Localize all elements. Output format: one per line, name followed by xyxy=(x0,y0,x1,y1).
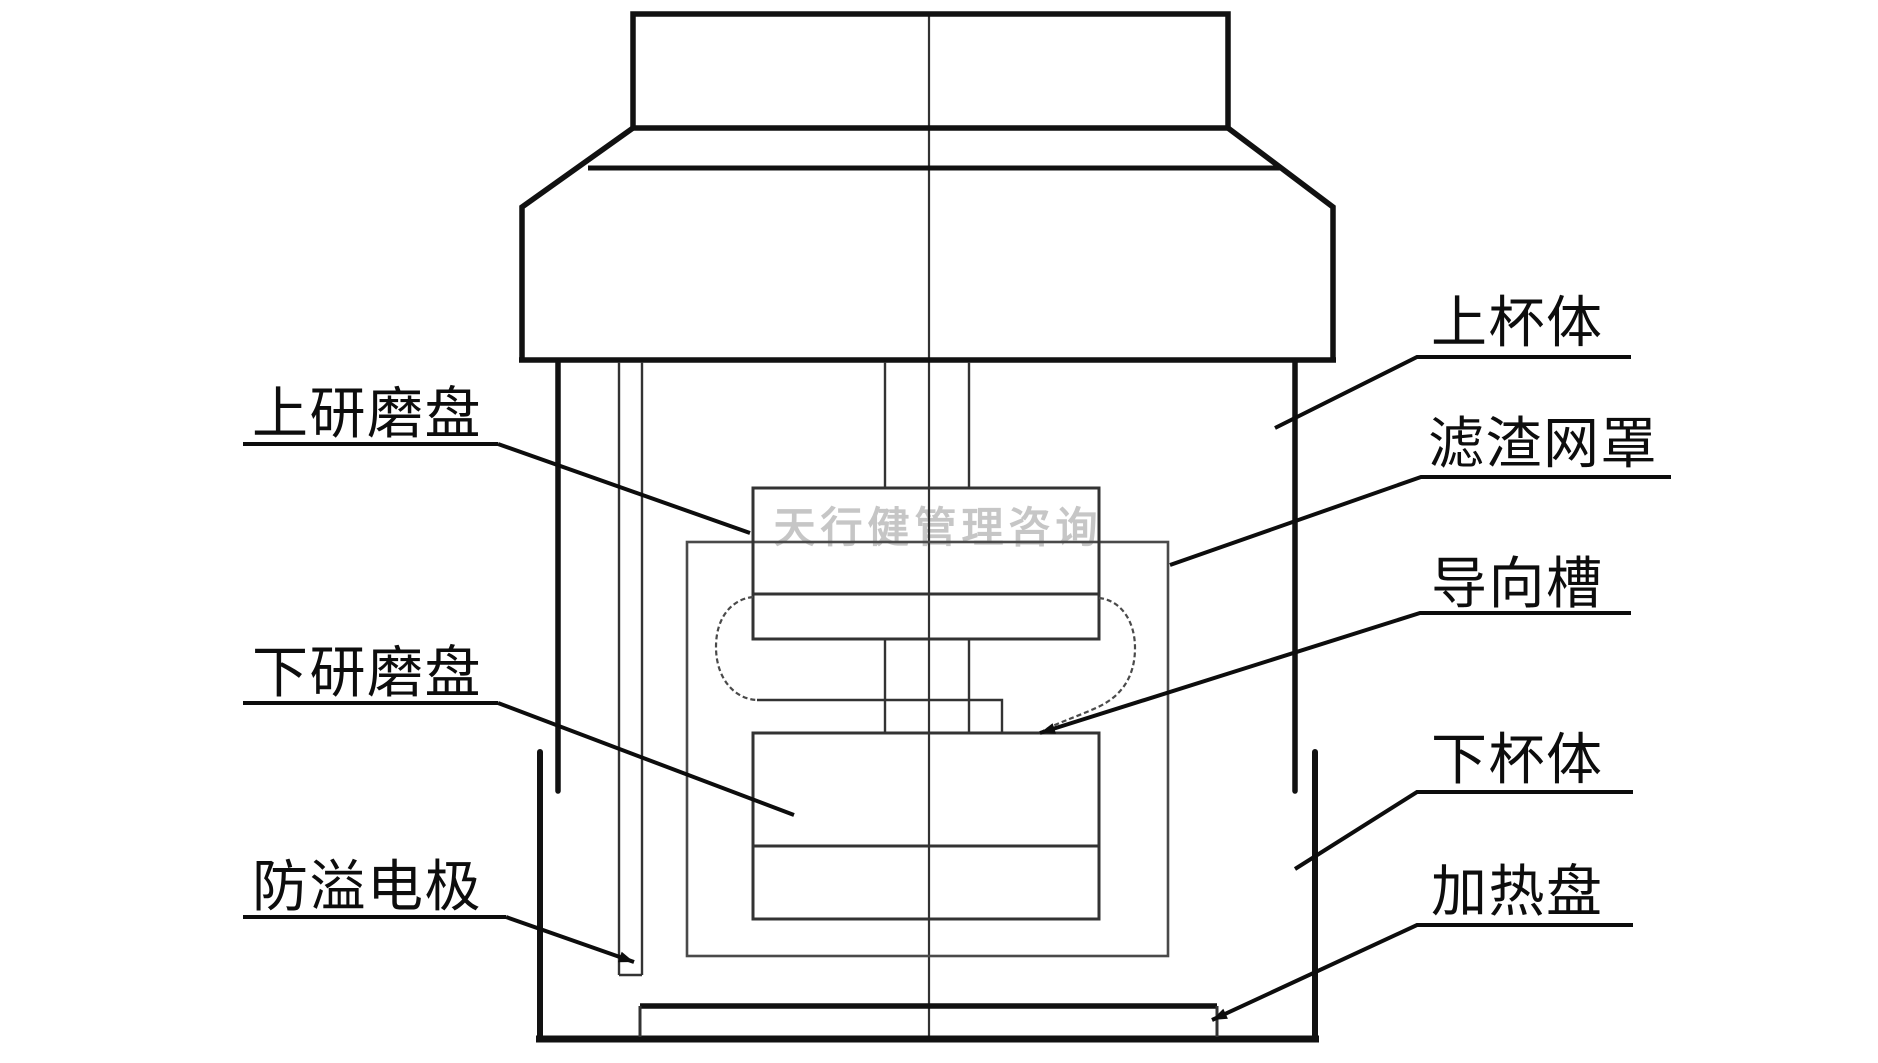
leader-overflow-electrode xyxy=(243,915,635,964)
part-labels: 上研磨盘 下研磨盘 防溢电极 上杯体 滤渣网罩 导向槽 下杯体 加热盘 xyxy=(252,293,1658,924)
top-cap xyxy=(630,11,1231,131)
leader-upper-cup-body xyxy=(1274,355,1631,430)
leader-lower-grinding-disc xyxy=(243,701,795,817)
lower-grinding-disc xyxy=(751,731,1101,921)
heating-plate xyxy=(638,1003,1219,1037)
leader-heating-plate xyxy=(1211,923,1633,1022)
label-residue-filter-mesh: 滤渣网罩 xyxy=(1428,414,1658,476)
overflow-electrode-tube xyxy=(617,362,644,977)
arrowhead-overflow-electrode xyxy=(618,951,634,963)
head-left-shoulder xyxy=(519,125,635,360)
label-heating-plate: 加热盘 xyxy=(1431,862,1604,924)
label-upper-cup-body: 上杯体 xyxy=(1431,293,1604,355)
leader-lower-cup-body xyxy=(1293,790,1633,871)
filter-mesh-frame xyxy=(685,540,1170,958)
lower-cup-body xyxy=(536,749,1319,1043)
label-overflow-electrode: 防溢电极 xyxy=(252,857,482,919)
leader-residue-filter-mesh xyxy=(1169,475,1671,567)
leader-guide-groove xyxy=(1039,611,1631,735)
label-upper-grinding-disc: 上研磨盘 xyxy=(252,384,482,446)
leader-upper-grinding-disc xyxy=(243,442,751,535)
guide-groove-ring xyxy=(714,595,1137,734)
watermark-text: 天行健管理咨询 xyxy=(773,503,1102,552)
upper-grinding-disc xyxy=(751,486,1101,641)
machine-drawing xyxy=(519,11,1336,1043)
arrowhead-guide-groove xyxy=(1040,723,1056,734)
head-right-shoulder xyxy=(1226,125,1336,360)
callout-leaders xyxy=(243,355,1671,1022)
label-lower-cup-body: 下杯体 xyxy=(1431,730,1604,792)
label-lower-grinding-disc: 下研磨盘 xyxy=(252,643,482,705)
drive-shaft-tube xyxy=(883,362,971,733)
label-guide-groove: 导向槽 xyxy=(1431,554,1604,616)
arrowhead-heating-plate xyxy=(1212,1008,1228,1020)
